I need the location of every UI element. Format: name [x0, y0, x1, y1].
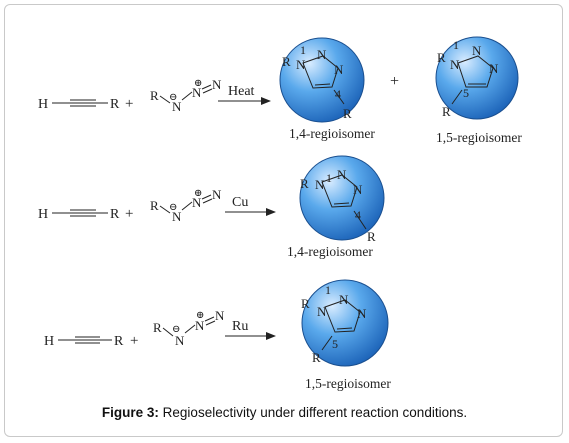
label-15-regioisomer-ru: 1,5-regioisomer: [305, 376, 391, 391]
alkyne-h: H: [38, 207, 48, 222]
ring-n1: N: [315, 177, 325, 192]
ring-n2: N: [339, 292, 349, 307]
azide-n3: N: [212, 77, 222, 92]
row-heat: H R + R N ⊖ N ⊕ N Heat R: [38, 36, 522, 145]
substituent-r5: R: [442, 104, 451, 119]
ring-n2: N: [337, 167, 347, 182]
alkyne-1: H R: [38, 97, 120, 112]
substituent-r4: R: [367, 229, 376, 244]
plus-sign: +: [125, 206, 133, 222]
alkyne-r: R: [114, 334, 124, 349]
label-14-regioisomer-cu: 1,4-regioisomer: [287, 244, 373, 259]
ring-n1: N: [450, 57, 460, 72]
substituent-r5: R: [312, 350, 321, 365]
ring-position-4: 4: [355, 208, 361, 222]
ring-n2: N: [317, 47, 327, 62]
sphere-highlight: [299, 155, 385, 241]
product-15-heat: R N 1 N N 5 R: [435, 36, 519, 120]
ring-n3: N: [489, 61, 499, 76]
azide-r: R: [150, 198, 159, 213]
azide-n1: N: [172, 209, 182, 224]
label-15-regioisomer: 1,5-regioisomer: [436, 130, 522, 145]
alkyne-3: H R: [44, 334, 124, 349]
ring-position-4: 4: [335, 87, 341, 101]
substituent-r: R: [301, 296, 310, 311]
azide-n3: N: [215, 308, 225, 323]
plus-sign: +: [130, 333, 138, 349]
ring-n3: N: [334, 62, 344, 77]
ring-position-5: 5: [463, 86, 469, 100]
ring-n1: N: [317, 304, 327, 319]
row-ru: H R + R N ⊖ N ⊕ N Ru R N 1: [44, 279, 391, 391]
positive-charge: ⊕: [196, 310, 204, 321]
negative-charge: ⊖: [169, 92, 177, 103]
azide-2: R N ⊖ N ⊕ N: [150, 187, 222, 224]
ring-n1: N: [296, 57, 306, 72]
alkyne-h: H: [44, 334, 54, 349]
condition-cu: Cu: [232, 195, 248, 210]
negative-charge: ⊖: [172, 324, 180, 335]
ring-position-1: 1: [300, 43, 306, 57]
condition-ru: Ru: [232, 319, 248, 334]
sphere-highlight: [301, 279, 389, 367]
azide-n3: N: [212, 187, 222, 202]
label-14-regioisomer: 1,4-regioisomer: [289, 126, 375, 141]
substituent-r: R: [437, 50, 446, 65]
condition-heat: Heat: [228, 84, 255, 99]
ring-position-5: 5: [332, 337, 338, 351]
azide-r: R: [153, 320, 162, 335]
positive-charge: ⊕: [194, 78, 202, 89]
alkyne-h: H: [38, 97, 48, 112]
ring-n3: N: [357, 306, 367, 321]
figure-caption: Figure 3: Regioselectivity under differe…: [0, 405, 569, 420]
alkyne-r: R: [110, 207, 120, 222]
ring-position-1: 1: [325, 283, 331, 297]
azide-n2: N: [195, 318, 205, 333]
ring-position-1: 1: [453, 38, 459, 52]
plus-sign-products: +: [390, 73, 399, 90]
positive-charge: ⊕: [194, 188, 202, 199]
product-15-ru: R N 1 N N 5 R: [301, 279, 389, 367]
caption-figure-number: Figure 3:: [101, 405, 159, 420]
azide-n1: N: [172, 99, 182, 114]
plus-sign: +: [125, 96, 133, 112]
substituent-r4: R: [343, 106, 352, 121]
azide-1: R N ⊖ N ⊕ N: [150, 77, 222, 114]
azide-r: R: [150, 88, 159, 103]
ring-position-1: 1: [326, 171, 332, 185]
azide-n1: N: [175, 333, 185, 348]
azide-n2: N: [192, 195, 202, 210]
substituent-r: R: [282, 54, 291, 69]
azide-3: R N ⊖ N ⊕ N: [153, 308, 225, 348]
substituent-r: R: [300, 176, 309, 191]
alkyne-r: R: [110, 97, 120, 112]
product-14-heat: R N 1 N N 4 R: [279, 37, 365, 123]
sphere-highlight: [279, 37, 365, 123]
azide-n2: N: [192, 85, 202, 100]
product-14-cu: R N 1 N N 4 R: [299, 155, 385, 244]
row-cu: H R + R N ⊖ N ⊕ N Cu R N 1: [38, 155, 385, 259]
caption-text: Regioselectivity under different reactio…: [162, 405, 468, 420]
ring-n2: N: [472, 43, 482, 58]
ring-n3: N: [353, 182, 363, 197]
alkyne-2: H R: [38, 207, 120, 222]
negative-charge: ⊖: [169, 202, 177, 213]
